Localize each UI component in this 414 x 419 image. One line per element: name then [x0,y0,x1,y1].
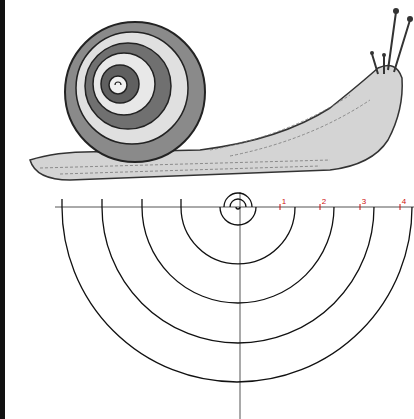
shell [65,22,205,162]
tentacles [372,12,410,74]
shell-core [115,82,121,85]
shell-band [101,65,139,103]
tick-label: 2 [322,197,326,206]
ticks [280,204,400,210]
shell-band [109,76,127,94]
eye [370,51,374,55]
edge-bar [0,0,5,419]
tick-label: 4 [402,197,406,206]
snail-drawing [30,8,413,180]
shell-band [85,43,171,129]
shell-band [76,32,188,144]
tick-label: 1 [282,197,286,206]
spiral [62,193,412,382]
tick-label: 3 [362,197,366,206]
axes [55,192,414,419]
eye [382,53,386,57]
eye [393,8,399,14]
eye [407,16,413,22]
shell-band [93,53,155,115]
